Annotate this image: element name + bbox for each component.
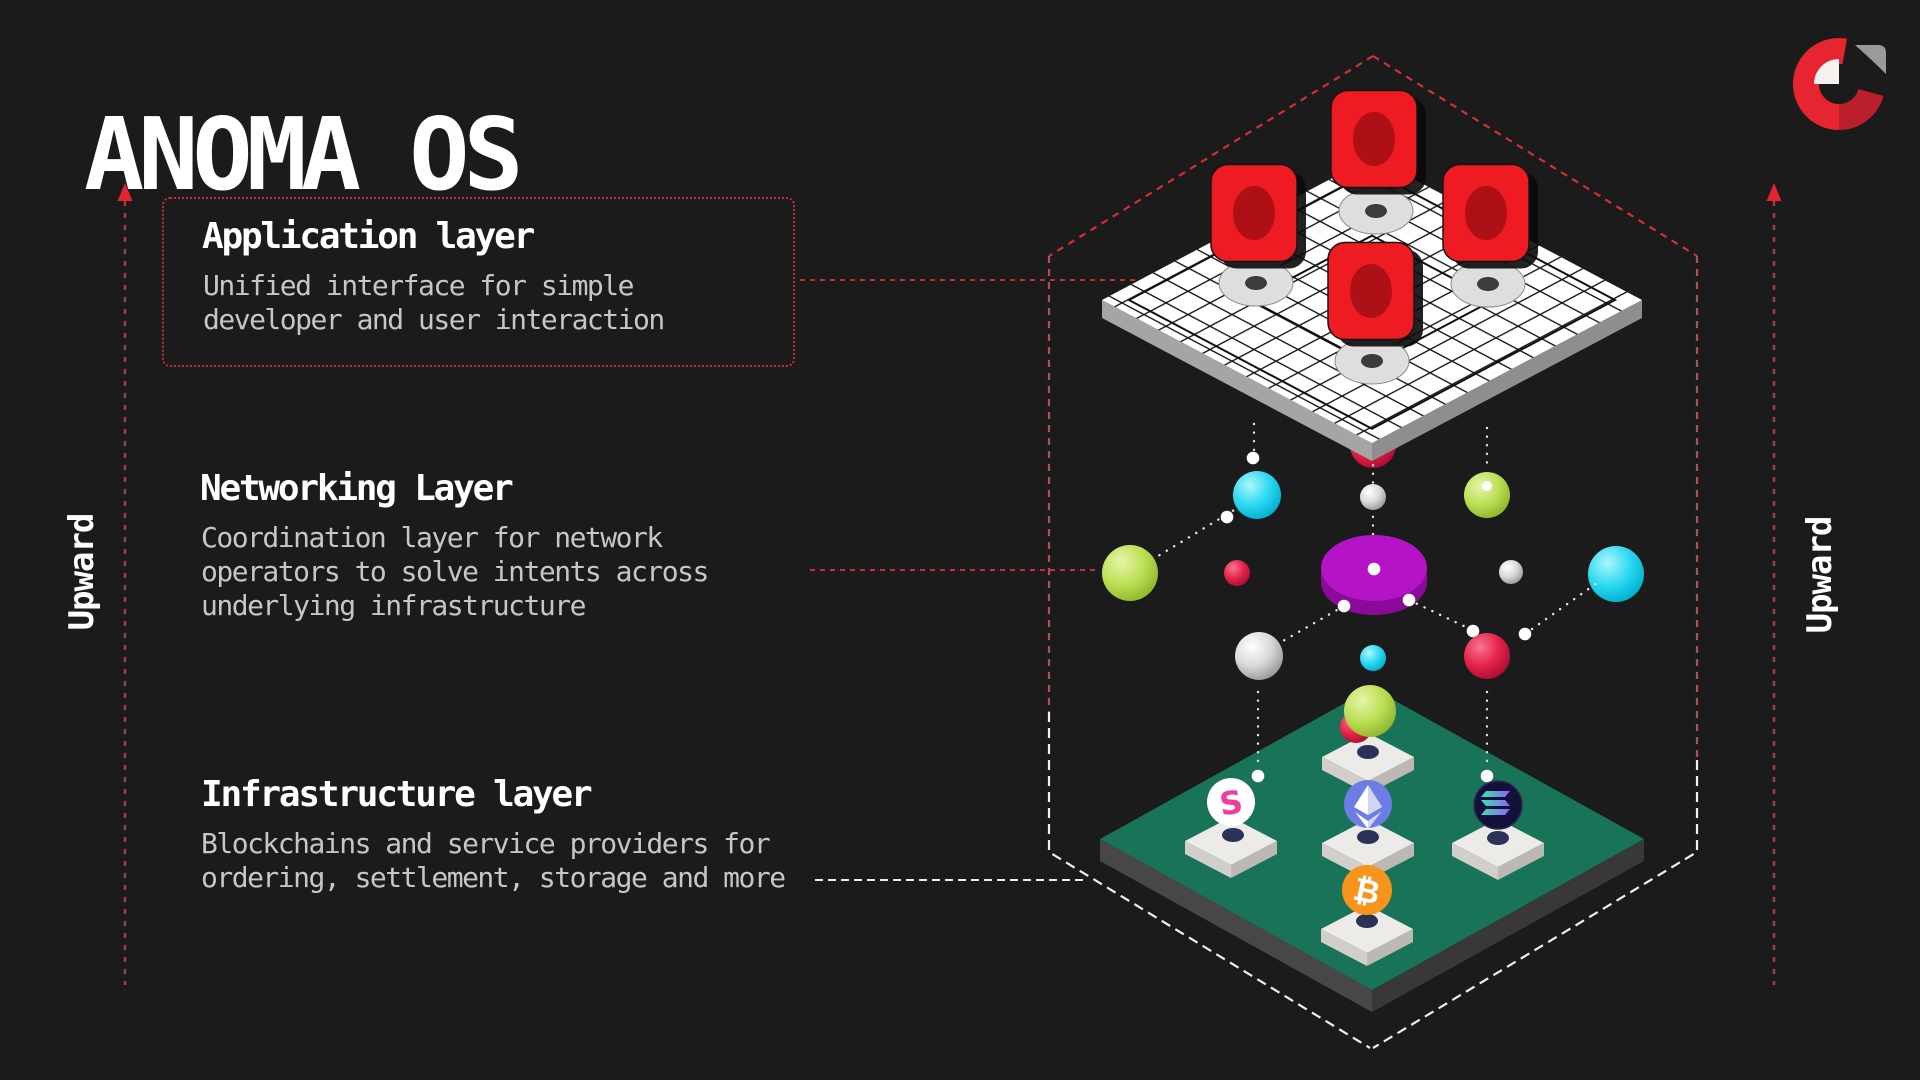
network-node-lime	[1464, 472, 1510, 518]
icon-bitcoin: ₿	[1342, 865, 1392, 928]
app-chip	[1210, 163, 1307, 270]
logo-white-quarter	[1814, 59, 1839, 84]
s-token-glyph: S	[1217, 783, 1245, 824]
network-node-gray-small	[1360, 484, 1386, 510]
app-chip	[1442, 163, 1539, 270]
section-application-box	[162, 197, 795, 367]
outline-top-right	[1372, 55, 1698, 257]
link-junction-dot	[1402, 593, 1416, 607]
link-junction-dot	[1518, 627, 1532, 641]
icon-token-sphere	[1340, 685, 1396, 759]
link-junction-dot	[1466, 624, 1480, 638]
link-junction-dot	[1367, 562, 1381, 576]
link-junction-dot	[1480, 769, 1494, 783]
infrastructure-layer-desc-line: ordering, settlement, storage and more	[201, 861, 786, 894]
icon-ethereum	[1344, 780, 1392, 844]
application-layer-title: Application layer	[202, 216, 535, 257]
networking-layer-title: Networking Layer	[200, 468, 514, 509]
app-chip	[1330, 89, 1427, 196]
network-node-cyan	[1233, 471, 1281, 519]
network-node-cyan-small	[1360, 645, 1386, 671]
link-junction-dot	[1246, 451, 1260, 465]
app-chip	[1327, 241, 1424, 348]
logo-gray-corner	[1855, 45, 1886, 74]
icon-solana	[1473, 780, 1523, 845]
network-node-gray-tiny	[1499, 560, 1523, 584]
link-junction-dot	[1337, 599, 1351, 613]
networking-layer-desc-line: Coordination layer for network	[201, 521, 663, 554]
icon-s-token: S	[1207, 778, 1255, 842]
upward-left-arrow	[117, 183, 133, 985]
application-layer-desc-line: developer and user interaction	[203, 303, 665, 336]
networking-layer	[1102, 422, 1644, 680]
network-node-gray	[1235, 632, 1283, 680]
link-junction-dot	[1482, 481, 1492, 491]
network-node-red	[1464, 633, 1510, 679]
chip-pads	[1218, 187, 1526, 385]
application-platform	[1102, 89, 1642, 461]
networking-layer-desc-line: operators to solve intents across	[201, 555, 709, 588]
infrastructure-layer-title: Infrastructure layer	[201, 774, 593, 815]
link-junction-dot	[1220, 510, 1234, 524]
outline-bottom-left	[1047, 712, 1371, 1049]
stack-outline	[1047, 55, 1699, 1049]
link-junction-dot	[1251, 769, 1265, 783]
networking-layer-desc-line: underlying infrastructure	[201, 589, 586, 622]
upward-right-label: Upward	[1800, 516, 1840, 634]
arrowhead-icon	[1766, 183, 1782, 201]
application-layer-desc-line: Unified interface for simple	[203, 269, 635, 302]
upward-right-arrow	[1766, 183, 1782, 985]
upward-left-label: Upward	[62, 513, 102, 631]
page-title: ANOMA OS	[84, 96, 524, 213]
outline-bottom-right	[1372, 760, 1699, 1049]
infrastructure-platform: S ₿	[1100, 685, 1644, 1012]
network-node-red-small	[1224, 560, 1250, 586]
network-node-cyan-far-right	[1588, 546, 1644, 602]
outline-top-left	[1048, 55, 1374, 257]
infrastructure-layer-desc-line: Blockchains and service providers for	[201, 827, 771, 860]
arrowhead-icon	[117, 183, 133, 201]
anoma-logo	[1793, 38, 1886, 130]
network-node-lime-far-left	[1102, 545, 1158, 601]
